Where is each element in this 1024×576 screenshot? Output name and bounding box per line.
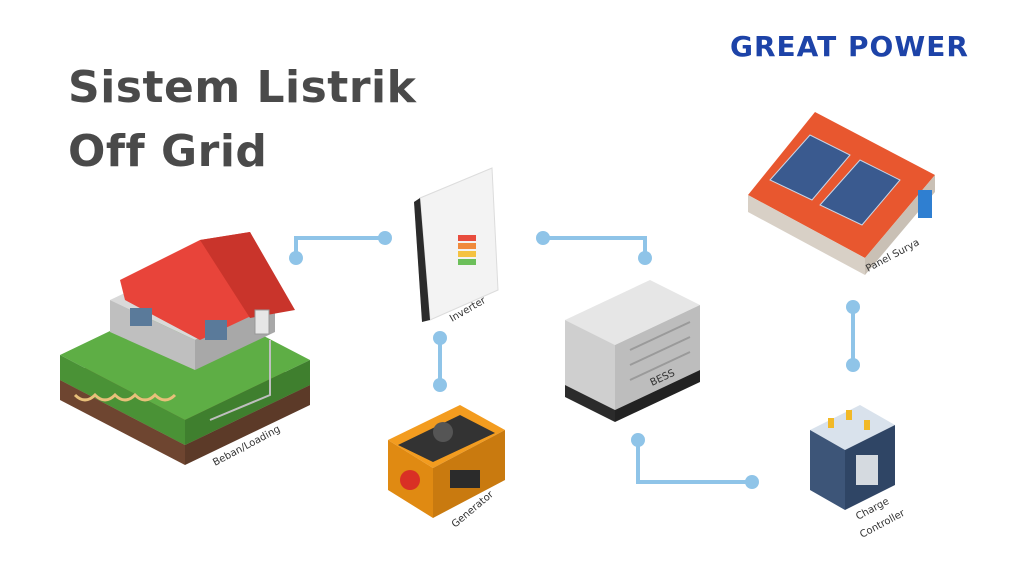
inverter-icon: [414, 167, 499, 322]
title-line-2: Off Grid: [68, 126, 268, 177]
connector-dot: [638, 251, 652, 265]
connector-load-inverter: [294, 236, 387, 260]
connector-dot: [631, 433, 645, 447]
battery-icon: [810, 405, 895, 510]
connector-dot: [433, 331, 447, 345]
connector-dot: [289, 251, 303, 265]
connector-dot: [745, 475, 759, 489]
connector-dot: [846, 300, 860, 314]
connector-bess-charge: [636, 438, 754, 484]
generator-icon: [388, 405, 505, 518]
page-title: Sistem Listrik Off Grid: [68, 56, 416, 184]
solar-panel-icon: [748, 112, 935, 275]
connector-dots: [289, 231, 860, 489]
house-icon: [60, 232, 310, 465]
connector-dot: [378, 231, 392, 245]
connector-dot: [433, 378, 447, 392]
connector-dot: [536, 231, 550, 245]
bess-icon: [565, 280, 700, 422]
connector-dot: [846, 358, 860, 372]
brand-logo: GREAT POWER: [730, 30, 969, 63]
connector-inverter-bess: [541, 236, 647, 260]
title-line-1: Sistem Listrik: [68, 62, 417, 113]
